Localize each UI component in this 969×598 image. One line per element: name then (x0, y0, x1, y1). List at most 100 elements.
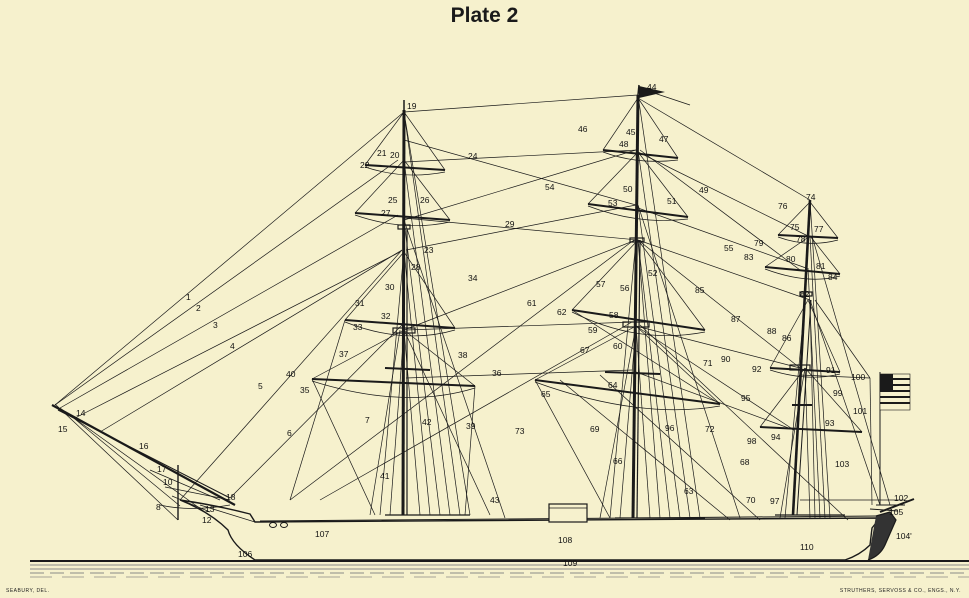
masts (401, 84, 812, 519)
callout-label: 62 (557, 307, 567, 317)
callout-label: 43 (490, 495, 500, 505)
callout-label: 56 (620, 283, 630, 293)
callout-label: 105 (889, 507, 903, 517)
callout-label: 64 (608, 380, 618, 390)
callout-label: 7 (365, 415, 370, 425)
callout-label: 44 (647, 82, 657, 92)
callout-label: 106 (238, 549, 252, 559)
callout-label: 67 (580, 345, 590, 355)
callout-label: 24 (468, 151, 478, 161)
callout-label: 83 (744, 252, 754, 262)
callout-label: 90 (721, 354, 731, 364)
callout-label: 103 (835, 459, 849, 469)
callout-label: 70 (746, 495, 756, 505)
callout-label: 1 (186, 292, 191, 302)
callout-label: 38 (458, 350, 468, 360)
callout-label: 94 (771, 432, 781, 442)
callout-label: 72 (705, 424, 715, 434)
callout-label: 49 (699, 185, 709, 195)
callout-label: 28 (411, 262, 421, 272)
callout-label: 5 (258, 381, 263, 391)
callout-label: 81 (816, 261, 826, 271)
hull (179, 498, 915, 561)
callout-label: 8 (156, 502, 161, 512)
callout-label: 33 (353, 322, 363, 332)
callout-label: 42 (422, 417, 432, 427)
callout-label: 86 (782, 333, 792, 343)
callout-label: 21 (377, 148, 387, 158)
callout-label: 93 (825, 418, 835, 428)
callout-label: 98 (747, 436, 757, 446)
callout-label: 50 (623, 184, 633, 194)
callout-label: 74 (806, 192, 816, 202)
callout-label: 60 (613, 341, 623, 351)
callout-label: 101 (853, 406, 867, 416)
callout-label: 4 (230, 341, 235, 351)
callout-label: 68 (740, 457, 750, 467)
callout-label: 30 (385, 282, 395, 292)
callout-label: 22 (360, 160, 370, 170)
callout-label: 39 (466, 421, 476, 431)
callout-label: 87 (731, 314, 741, 324)
callout-label: 55 (724, 243, 734, 253)
callout-label: 14 (76, 408, 86, 418)
tops (392, 224, 813, 371)
callout-label: 26 (420, 195, 430, 205)
callout-label: 96 (665, 423, 675, 433)
callout-label: 57 (596, 279, 606, 289)
callout-label: 35 (300, 385, 310, 395)
callout-label: 15 (58, 424, 68, 434)
callout-label: 36 (492, 368, 502, 378)
callout-label: 85 (695, 285, 705, 295)
callout-label: 88 (767, 326, 777, 336)
callout-label: 6 (287, 428, 292, 438)
callout-label: 109 (563, 558, 577, 568)
callout-label: 27 (381, 208, 391, 218)
callout-label: 48 (619, 139, 629, 149)
callout-label: 32 (381, 311, 391, 321)
callout-label: 108 (558, 535, 572, 545)
callout-label: 61 (527, 298, 537, 308)
callout-label: 66 (613, 456, 623, 466)
callout-label: 37 (339, 349, 349, 359)
callout-label: 53 (608, 198, 618, 208)
callout-label: 73 (515, 426, 525, 436)
rigging (54, 94, 905, 521)
callout-label: 54 (545, 182, 555, 192)
printer-credit: STRUTHERS, SERVOSS & CO., ENGS., N.Y. (839, 588, 961, 594)
callout-label: 41 (380, 471, 390, 481)
callout-label: 78 (796, 234, 806, 244)
callout-label: 82 (800, 289, 810, 299)
callout-label: 91 (826, 365, 836, 375)
callout-label: 69 (590, 424, 600, 434)
callout-label: 58 (609, 310, 619, 320)
callout-label: 76 (778, 201, 788, 211)
callout-label: 52 (648, 268, 658, 278)
callout-label: 23 (424, 245, 434, 255)
callout-label: 16 (139, 441, 149, 451)
callout-label: 34 (468, 273, 478, 283)
callout-label: 25 (388, 195, 398, 205)
callout-label: 75 (790, 222, 800, 232)
sea (30, 560, 969, 578)
callout-label: 107 (315, 529, 329, 539)
callout-label: 40 (286, 369, 296, 379)
callout-label: 18 (226, 492, 236, 502)
plate-title: Plate 2 (450, 4, 519, 27)
callout-label: 95 (741, 393, 751, 403)
callout-label: 3 (213, 320, 218, 330)
callout-label: 77 (814, 224, 824, 234)
callout-label: 97 (770, 496, 780, 506)
callout-label: 29 (505, 219, 515, 229)
callout-label: 110 (800, 542, 814, 552)
callout-label: 12 (202, 515, 212, 525)
callout-label: 13 (205, 504, 215, 514)
callout-label: 79 (754, 238, 764, 248)
callout-label: 100 (851, 372, 865, 382)
callout-label: 20 (390, 150, 400, 160)
engraver-credit: SEABURY, DEL. (6, 588, 50, 594)
callout-label: 10 (163, 477, 173, 487)
callout-label: 47 (659, 134, 669, 144)
bowsprit (51, 403, 236, 521)
